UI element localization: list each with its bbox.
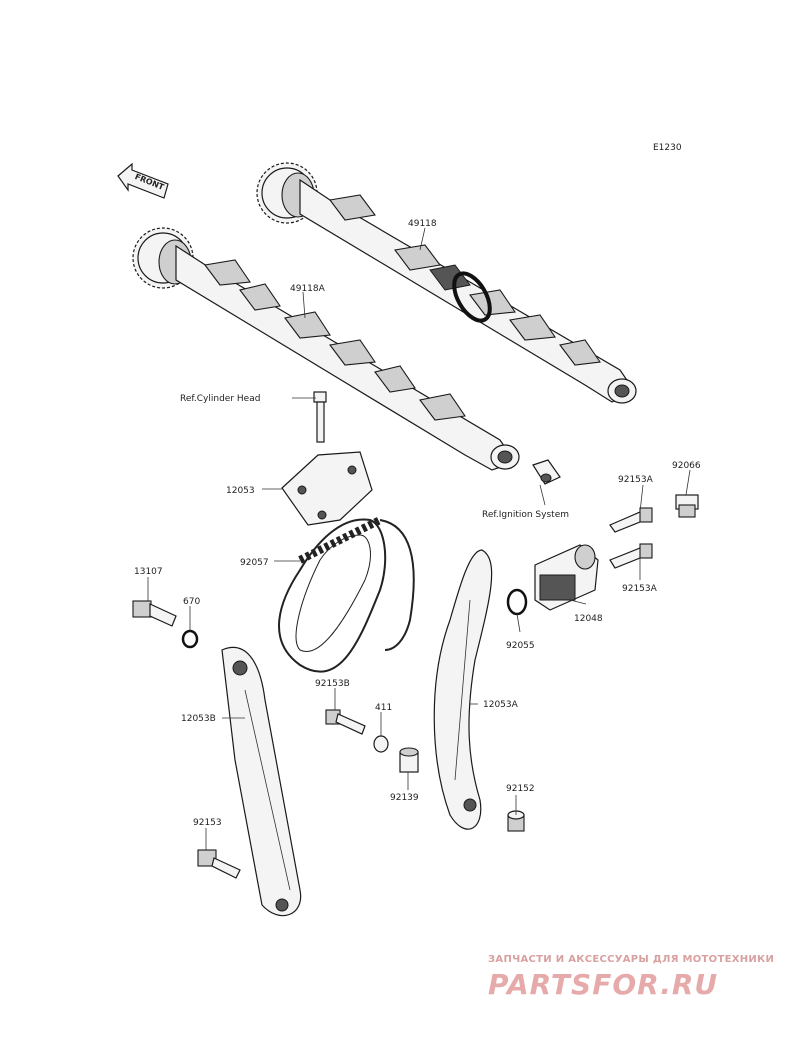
- camshaft-49118: [256, 162, 637, 404]
- label-ref-cylinder-head: Ref.Cylinder Head: [180, 394, 260, 404]
- watermark-brand: PARTSFOR.RU: [488, 968, 719, 1001]
- front-arrow-icon: FRONT: [117, 162, 169, 199]
- bolt-92152: [507, 810, 525, 832]
- diagram-code: E1230: [653, 143, 682, 153]
- washer-411: [373, 735, 389, 753]
- label-92066: 92066: [672, 461, 701, 471]
- watermark-tagline: ЗАПЧАСТИ И АКСЕССУАРЫ ДЛЯ МОТОТЕХНИКИ: [488, 954, 775, 965]
- label-411: 411: [375, 703, 392, 713]
- camshaft-49118a: [132, 227, 520, 471]
- label-12053b: 12053B: [181, 714, 216, 724]
- tensioner-bolt-13107: [132, 600, 177, 627]
- chain-guide-12053a: [433, 549, 493, 830]
- label-92153b: 92153B: [315, 679, 350, 689]
- label-12048: 12048: [574, 614, 603, 624]
- label-670: 670: [183, 597, 200, 607]
- o-ring-670: [181, 629, 199, 649]
- leader-lines: [147, 227, 691, 850]
- o-ring-92055: [506, 588, 528, 616]
- timing-chain-92057: [278, 516, 415, 673]
- bolt-92153b: [325, 709, 366, 735]
- label-49118: 49118: [408, 219, 437, 229]
- plug-92066: [675, 494, 699, 518]
- cam-holder-12053: [281, 391, 373, 526]
- bolt-92153: [197, 849, 241, 879]
- label-12053: 12053: [226, 486, 255, 496]
- collar-92139: [399, 747, 419, 773]
- label-ref-ignition-system: Ref.Ignition System: [482, 510, 569, 520]
- label-92153: 92153: [193, 818, 222, 828]
- tensioner-12048: [534, 544, 599, 611]
- label-13107: 13107: [134, 567, 163, 577]
- label-49118a: 49118A: [290, 284, 326, 294]
- label-92153a-bottom: 92153A: [622, 584, 658, 594]
- ignition-rotor: [532, 459, 561, 485]
- label-92057: 92057: [240, 558, 269, 568]
- label-92055: 92055: [506, 641, 535, 651]
- label-92139: 92139: [390, 793, 419, 803]
- label-12053a: 12053A: [483, 700, 519, 710]
- label-92152: 92152: [506, 784, 535, 794]
- chain-guide-12053b: [221, 646, 302, 917]
- label-92153a-top: 92153A: [618, 475, 654, 485]
- bolt-92153a-top: [609, 507, 653, 533]
- bolt-92153a-bottom: [609, 543, 653, 569]
